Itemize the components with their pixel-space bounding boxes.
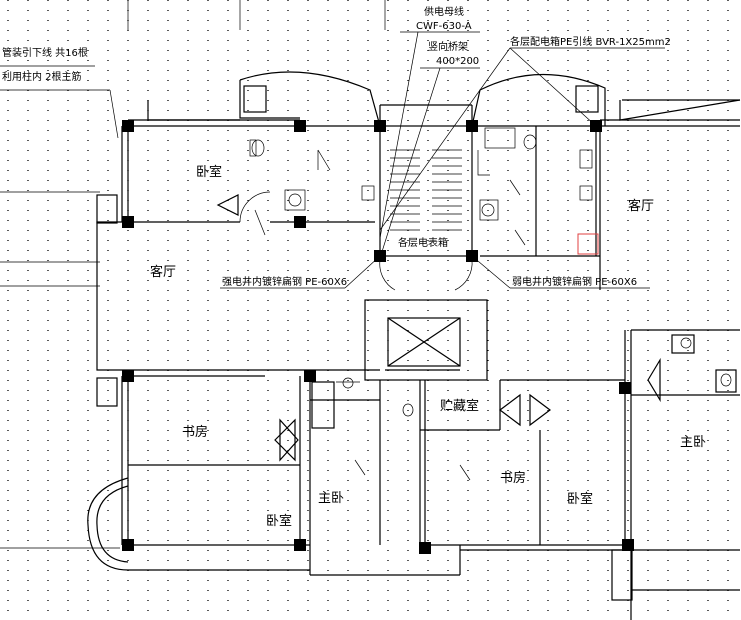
column <box>466 250 478 262</box>
room-bedroom-bottom-right: 卧室 <box>567 491 593 507</box>
room-bedroom-top-left: 卧室 <box>196 164 222 180</box>
note-busway-model: CWF-630-A <box>416 21 472 32</box>
meter-box-marker <box>577 233 599 255</box>
fixtures <box>249 127 732 417</box>
dot-grid <box>7 0 729 620</box>
note-pe-lead: 各层配电箱PE引线 BVR-1X25mm2 <box>510 35 671 48</box>
structural-columns <box>122 120 634 554</box>
axis-lines <box>0 0 386 549</box>
ventilation-arrows <box>216 194 661 462</box>
column <box>122 216 134 228</box>
room-storage: 贮藏室 <box>440 398 479 414</box>
column <box>122 539 134 551</box>
room-master-right: 主卧 <box>680 435 706 450</box>
note-tray-title: 竖向桥架 <box>428 40 468 53</box>
door-swings <box>239 149 526 481</box>
note-meter-box: 各层电表箱 <box>398 236 448 249</box>
room-bedroom-bottom-left: 卧室 <box>266 513 292 529</box>
column <box>294 539 306 551</box>
note-strong-shaft-steel: 弱电井内镀锌扁钢 PE-60X6 <box>512 275 637 288</box>
note-downlead-count: 管装引下线 共16根 <box>2 46 88 59</box>
note-weak-shaft-steel: 强电井内镀锌扁钢 PE-60X6 <box>222 275 347 288</box>
column <box>304 370 316 382</box>
walls <box>87 71 741 620</box>
column <box>294 216 306 228</box>
note-downlead-rebar: 利用柱内 2根主筋 <box>2 70 82 83</box>
column <box>619 382 631 394</box>
column <box>294 120 306 132</box>
column <box>122 370 134 382</box>
column <box>374 120 386 132</box>
column <box>122 120 134 132</box>
column <box>419 542 431 554</box>
room-living-left: 客厅 <box>150 264 176 280</box>
room-study-left: 书房 <box>182 424 208 440</box>
note-tray-size: 400*200 <box>436 56 479 67</box>
room-living-right: 客厅 <box>628 198 654 214</box>
column <box>466 120 478 132</box>
room-master-bottom-center: 主卧 <box>318 491 344 506</box>
room-study-bottom-center: 书房 <box>500 470 526 486</box>
column <box>622 539 634 551</box>
leader-lines <box>0 31 665 289</box>
note-busway-title: 供电母线 <box>424 5 464 18</box>
